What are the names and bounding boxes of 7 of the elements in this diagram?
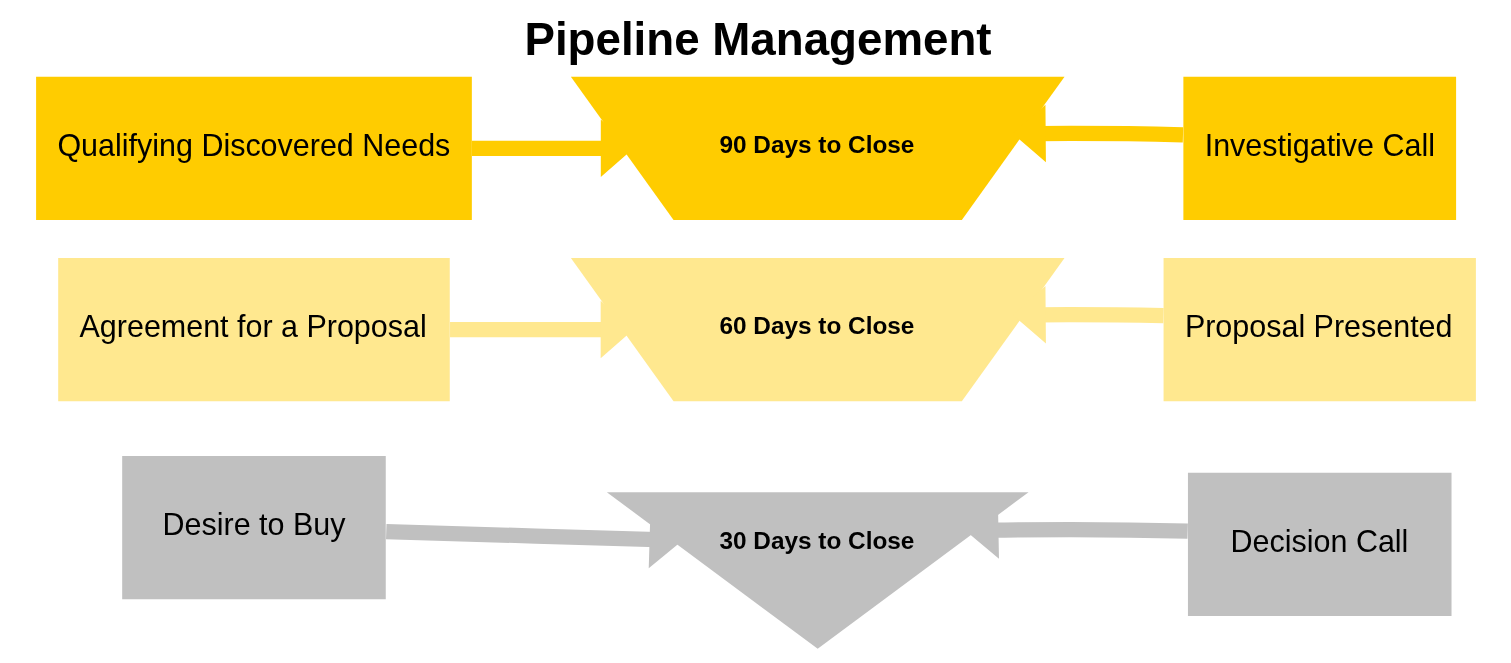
node-box: Desire to Buy (121, 456, 386, 600)
node-box: Proposal Presented (1163, 258, 1476, 402)
diagram-title: Pipeline Management (523, 14, 992, 66)
node-box: Decision Call (1187, 472, 1452, 617)
node-box: Qualifying Discovered Needs (35, 76, 472, 220)
node-box: Agreement for a Proposal (57, 258, 450, 402)
node-box: Investigative Call (1182, 76, 1456, 220)
